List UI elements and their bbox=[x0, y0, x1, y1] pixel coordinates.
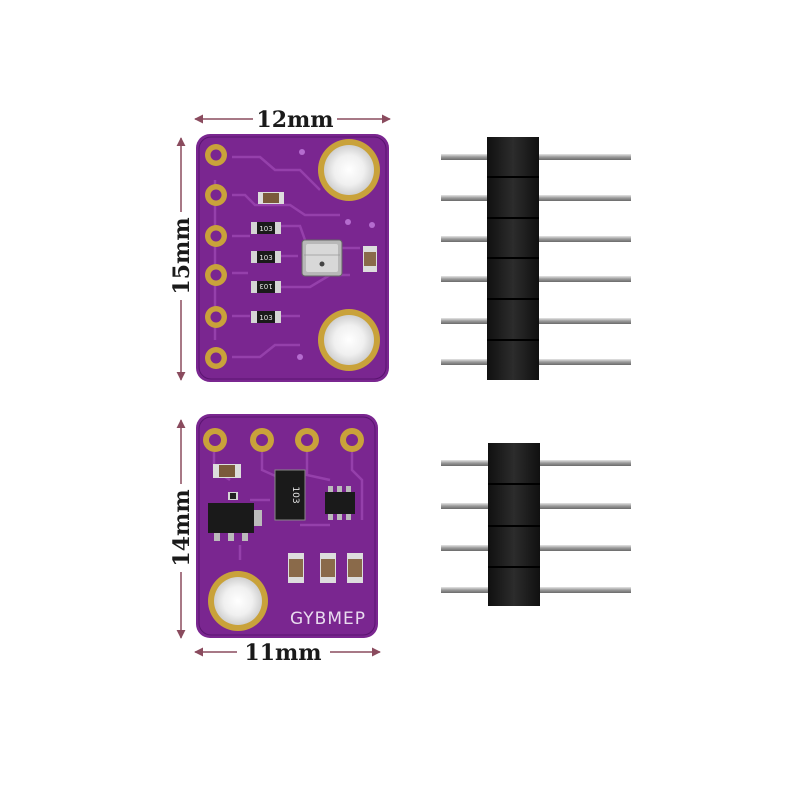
via bbox=[299, 149, 305, 155]
pin-pads-left bbox=[205, 144, 227, 369]
sensor-board-6pin: 103 103 103 103 bbox=[196, 134, 389, 382]
smd-capacitor-row bbox=[288, 553, 363, 583]
mounting-hole-top bbox=[318, 139, 380, 201]
via bbox=[369, 222, 375, 228]
svg-text:103: 103 bbox=[259, 254, 272, 262]
mounting-hole-bottom bbox=[318, 309, 380, 371]
header-plastic bbox=[488, 443, 540, 606]
chip-label: 103 bbox=[290, 486, 300, 503]
sensor-board-4pin: 103 GYBMEP bbox=[196, 414, 378, 638]
smd-resistor-4: 103 bbox=[251, 311, 281, 323]
smd-resistor-2: 103 bbox=[251, 251, 281, 263]
header-plastic bbox=[487, 137, 539, 380]
board-silkscreen-label: GYBMEP bbox=[290, 609, 366, 629]
smd-capacitor bbox=[213, 464, 241, 478]
via bbox=[345, 219, 351, 225]
smd-resistor-1: 103 bbox=[251, 222, 281, 234]
smd-transistor bbox=[228, 492, 238, 500]
dimension-board2-width: 11mm bbox=[194, 640, 381, 666]
smd-capacitor-small bbox=[363, 246, 377, 272]
dimension-board2-height: 14mm bbox=[169, 419, 195, 639]
resistor-array-chip: 103 bbox=[274, 469, 306, 521]
mounting-hole bbox=[208, 571, 268, 631]
pressure-sensor-chip bbox=[301, 239, 343, 277]
svg-text:103: 103 bbox=[259, 282, 272, 290]
smd-capacitor bbox=[258, 192, 284, 204]
via bbox=[297, 354, 303, 360]
dimension-board1-height: 15mm bbox=[169, 137, 195, 381]
pin-header-6 bbox=[441, 137, 631, 380]
mosfet-chip bbox=[325, 486, 355, 520]
svg-text:103: 103 bbox=[259, 225, 272, 233]
voltage-regulator bbox=[208, 503, 262, 541]
smd-resistor-3: 103 bbox=[251, 281, 281, 293]
board2-height-label: 14mm bbox=[169, 489, 195, 566]
board1-height-label: 15mm bbox=[169, 217, 195, 294]
pin-pads-top bbox=[203, 428, 364, 452]
svg-text:103: 103 bbox=[259, 314, 272, 322]
pin-header-4 bbox=[441, 443, 631, 606]
board2-width-label: 11mm bbox=[244, 640, 321, 666]
board1-width-label: 12mm bbox=[256, 107, 333, 133]
pcb-traces bbox=[213, 155, 360, 359]
pcb-traces bbox=[212, 452, 364, 560]
dimension-board1-width: 12mm bbox=[194, 107, 391, 133]
